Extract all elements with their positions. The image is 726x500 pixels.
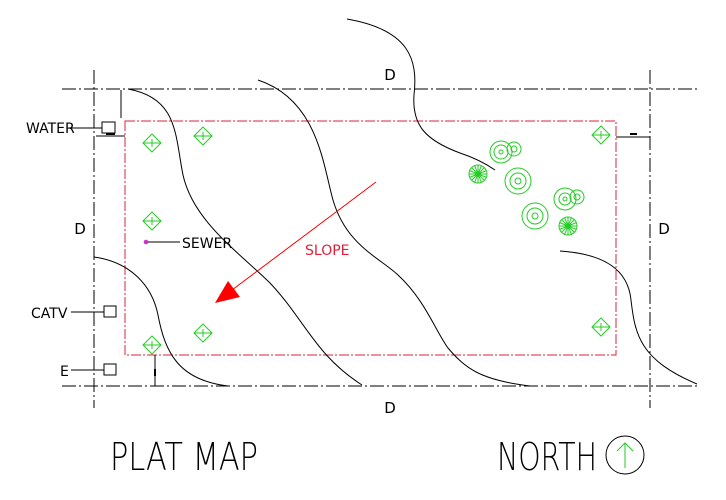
slope-indicator: SLOPE: [215, 181, 377, 303]
diamond-marker-icon: [591, 125, 611, 145]
north-label: NORTH: [497, 435, 597, 479]
sewer-point-icon: [143, 239, 149, 245]
north-arrow-icon: [605, 435, 645, 475]
diamond-marker-icon: [193, 126, 213, 146]
property-boundary: [62, 70, 697, 408]
contour-line: [257, 79, 531, 387]
survey-ticks: [96, 90, 650, 386]
catv-utility: CATV: [31, 305, 117, 322]
contour-line: [559, 250, 698, 385]
water-utility: WATER: [26, 121, 116, 137]
drainage-label-bottom: D: [384, 399, 396, 417]
catv-box: [103, 305, 117, 318]
tree-symbol-icon: [506, 141, 522, 157]
drainage-label-right: D: [658, 220, 670, 238]
drainage-label-top: D: [384, 66, 396, 84]
electric-utility: E: [60, 363, 117, 380]
shrub-symbol-icon: [468, 164, 488, 184]
drainage-label-left: D: [74, 220, 86, 238]
slope-arrowhead-icon: [215, 281, 240, 303]
contour-line: [93, 256, 229, 387]
tree-symbol-icon: [504, 167, 532, 195]
shrub-symbol-icon: [558, 216, 578, 236]
contour-lines: [93, 18, 698, 387]
diamond-marker-icon: [142, 335, 162, 355]
tree-symbol-icon: [521, 202, 549, 230]
tree-symbol-icon: [569, 189, 585, 205]
plat-map-title: PLAT MAP: [110, 435, 258, 479]
diamond-marker-icon: [142, 133, 162, 153]
setback-rectangle: [124, 120, 617, 356]
diamond-marker-icon: [591, 317, 611, 337]
electric-box: [103, 363, 117, 376]
water-label: WATER: [26, 121, 75, 137]
contour-line: [346, 18, 496, 171]
sewer-label: SEWER: [182, 236, 232, 252]
electric-label: E: [60, 364, 69, 380]
diamond-marker-icon: [142, 211, 162, 231]
sewer-utility: SEWER: [143, 236, 232, 252]
contour-line: [127, 88, 363, 386]
vegetation: [468, 140, 585, 236]
diamond-marker-icon: [193, 323, 213, 343]
water-meter-box: [101, 121, 116, 134]
slope-label: SLOPE: [305, 243, 350, 259]
catv-label: CATV: [31, 306, 68, 322]
tree-symbol-icon: [553, 187, 577, 211]
